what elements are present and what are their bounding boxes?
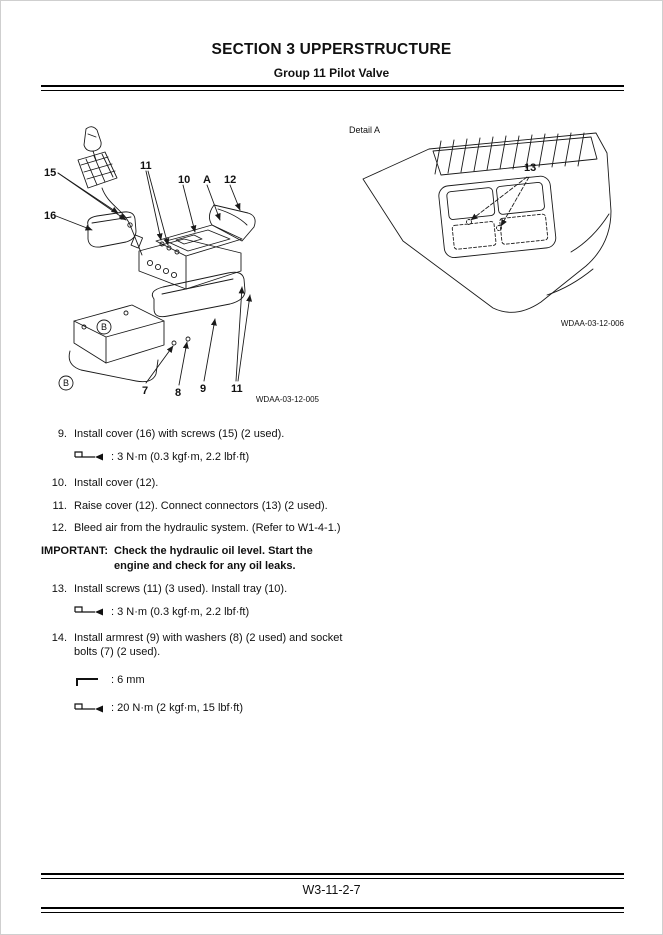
callout-11-top: 11 — [140, 160, 152, 172]
callout-7: 7 — [142, 385, 148, 397]
step-number: 14. — [51, 631, 67, 644]
step-text: Install screws (11) (3 used). Install tr… — [74, 582, 288, 595]
step-9: 9. Install cover (16) with screws (15) (… — [41, 427, 349, 442]
page-number: W3-11-2-7 — [302, 883, 361, 897]
step-13: 13. Install screws (11) (3 used). Instal… — [41, 582, 349, 597]
line-art-detail — [362, 132, 612, 313]
figure-code-detail: WDAA-03-12-006 — [561, 319, 625, 328]
callout-16: 16 — [44, 210, 56, 222]
torque-icon — [74, 606, 103, 616]
step-10: 10. Install cover (12). — [41, 476, 349, 491]
important-note: IMPORTANT: Check the hydraulic oil level… — [41, 544, 349, 574]
footer-rule-top — [41, 873, 624, 879]
detail-a-label: Detail A — [349, 125, 380, 135]
header-rule — [41, 85, 624, 91]
step-number: 10. — [51, 476, 67, 489]
section-title: SECTION 3 UPPERSTRUCTURE — [211, 41, 452, 58]
footer-rule-bottom — [41, 907, 624, 913]
pilot-valve-figure: 15 16 11 10 A 12 7 8 9 11 B B WDAA-03-12… — [44, 126, 320, 404]
callout-12: 12 — [224, 174, 236, 186]
torque-value: : 3 N·m (0.3 kgf·m, 2.2 lbf·ft) — [111, 450, 250, 463]
step-text: Install cover (12). — [74, 476, 159, 489]
step-12: 12. Bleed air from the hydraulic system.… — [41, 521, 349, 536]
step-14: 14. Install armrest (9) with washers (8)… — [41, 631, 349, 661]
line-art-main — [55, 126, 256, 391]
hex-wrench-icon — [76, 677, 98, 686]
group-title: Group 11 Pilot Valve — [273, 66, 390, 80]
callout-11-bottom: 11 — [231, 383, 243, 395]
figure-code-main: WDAA-03-12-005 — [256, 395, 320, 404]
step-number: 12. — [51, 522, 67, 535]
callout-9: 9 — [200, 383, 206, 395]
callout-13: 13 — [524, 162, 536, 174]
torque-value: : 3 N·m (0.3 kgf·m, 2.2 lbf·ft) — [111, 605, 250, 618]
procedure-steps: 9. Install cover (16) with screws (15) (… — [41, 427, 349, 727]
step-number: 9. — [57, 428, 67, 440]
important-label: IMPORTANT: — [41, 545, 109, 558]
torque-spec-1: : 3 N·m (0.3 kgf·m, 2.2 lbf·ft) — [74, 450, 349, 465]
step-text: Install cover (16) with screws (15) (2 u… — [74, 428, 285, 440]
step-number: 13. — [51, 582, 67, 595]
callout-8: 8 — [175, 387, 181, 399]
hex-wrench-spec: : 6 mm — [74, 673, 349, 688]
step-11: 11. Raise cover (12). Connect connectors… — [41, 499, 349, 514]
torque-icon — [74, 702, 103, 713]
important-text: Check the hydraulic oil level. Start the… — [114, 545, 313, 573]
torque-spec-2: : 3 N·m (0.3 kgf·m, 2.2 lbf·ft) — [74, 605, 349, 620]
torque-value: : 20 N·m (2 kgf·m, 15 lbf·ft) — [111, 702, 244, 715]
step-number: 11. — [52, 499, 67, 512]
callout-15: 15 — [44, 167, 56, 179]
callout-10: 10 — [178, 174, 190, 186]
callout-B-2: B — [63, 378, 69, 388]
step-text: Raise cover (12). Connect connectors (13… — [74, 499, 328, 512]
torque-spec-3: : 20 N·m (2 kgf·m, 15 lbf·ft) — [74, 701, 349, 716]
torque-icon — [74, 451, 103, 461]
detail-a-figure: Detail A 13 WDAA-03-12-006 — [349, 125, 625, 328]
step-text: Bleed air from the hydraulic system. (Re… — [74, 522, 341, 535]
callout-B-1: B — [101, 322, 107, 332]
callout-A: A — [203, 174, 211, 186]
step-text: Install armrest (9) with washers (8) (2 … — [74, 631, 343, 659]
hex-wrench-value: : 6 mm — [111, 674, 145, 687]
